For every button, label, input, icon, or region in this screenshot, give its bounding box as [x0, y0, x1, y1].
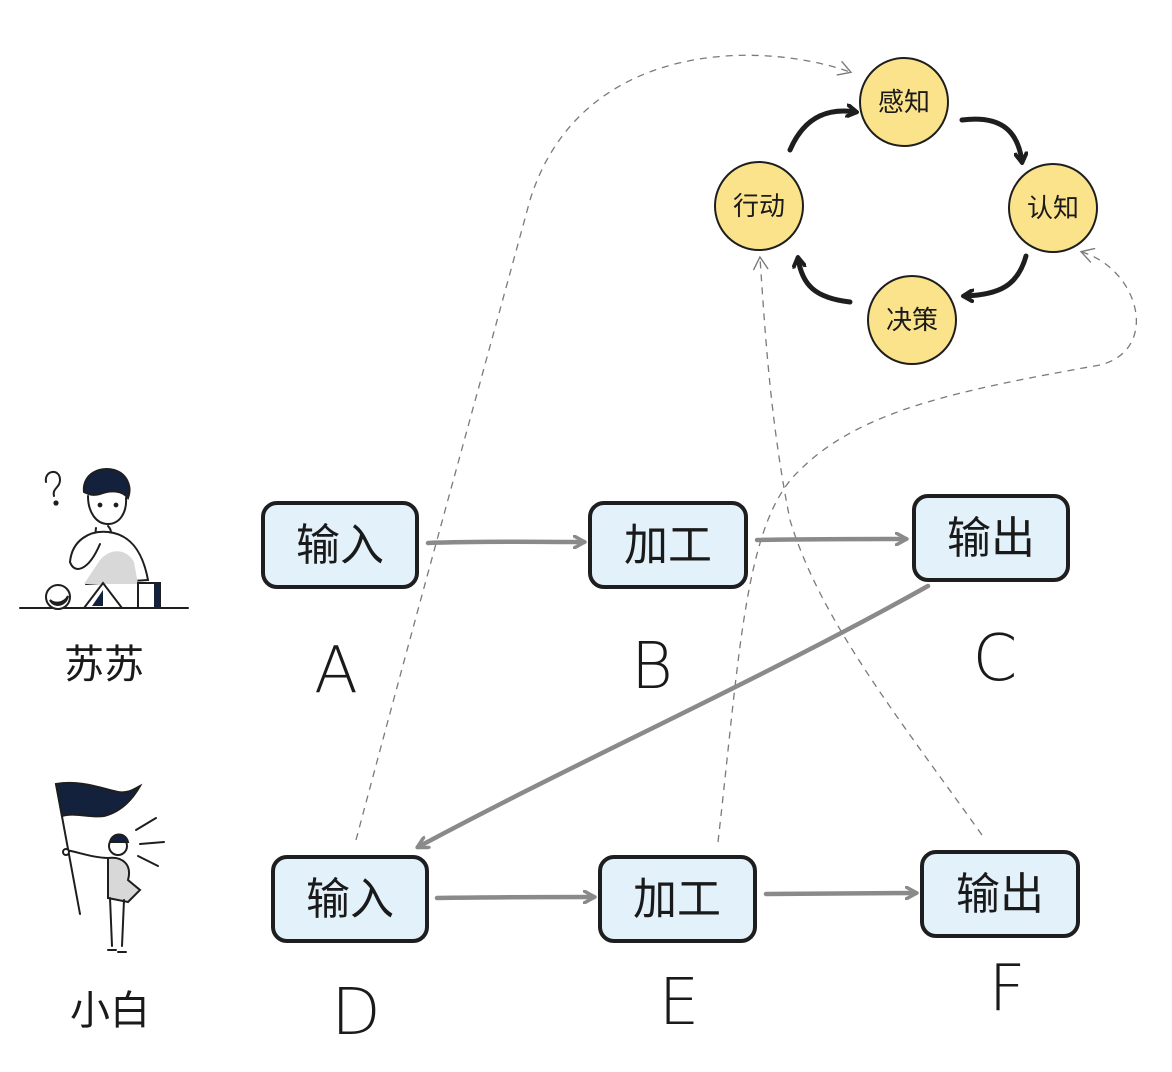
node-d-box [271, 855, 429, 943]
node-c: 输出 C [912, 494, 1070, 696]
node-a-label: 输入 [296, 520, 384, 571]
node-d: 输入 D [271, 855, 429, 1050]
letter-c: C [973, 622, 1018, 696]
dashed-link-e-to-cognition [717, 247, 1137, 843]
cycle-node-decision-label: 决策 [886, 306, 938, 336]
flow-arrows [418, 539, 931, 898]
letter-d: D [331, 976, 380, 1050]
cycle-arrow-decision-to-action [798, 258, 853, 305]
cycle-arrow-action-to-perception [787, 111, 856, 153]
cycle: 感知 认知 决策 行动 [714, 57, 1098, 365]
cycle-node-perception-label: 感知 [878, 88, 930, 118]
person-bottom-name: 小白 [70, 988, 150, 1034]
cycle-node-perception-circle [859, 57, 949, 147]
cycle-node-action-label: 行动 [733, 192, 785, 222]
letter-a: A [314, 634, 358, 708]
cycle-arrow-cognition-to-decision [964, 253, 1029, 296]
node-b-label: 加工 [624, 520, 712, 571]
cycle-node-decision-circle [867, 275, 957, 365]
dashed-link-d-to-perception [355, 54, 853, 841]
node-f: 输出 F [920, 850, 1080, 1026]
letter-b: B [631, 630, 673, 704]
cycle-arrows [787, 111, 1029, 305]
node-c-box [912, 494, 1070, 582]
node-e: 加工 E [598, 855, 757, 1040]
node-c-label: 输出 [947, 513, 1035, 564]
thinking-person-icon [19, 468, 189, 610]
cycle-node-action-circle [714, 161, 804, 251]
flow-top: 输入 A 加工 B 输出 C [261, 494, 1070, 708]
arrow-d-to-e [434, 897, 594, 898]
cycle-node-decision: 决策 [867, 275, 957, 365]
person-top-name: 苏苏 [64, 642, 144, 688]
node-d-label: 输入 [306, 874, 394, 925]
dashed-connectors [355, 54, 1137, 843]
arrow-a-to-b [425, 542, 584, 543]
node-f-label: 输出 [956, 869, 1044, 920]
cycle-arrow-perception-to-cognition [959, 116, 1022, 162]
arrow-e-to-f [763, 893, 916, 894]
node-a-box [261, 501, 419, 589]
flow-bottom: 输入 D 加工 E 输出 F [271, 850, 1080, 1050]
node-e-label: 加工 [633, 874, 721, 925]
node-b: 加工 B [588, 501, 748, 704]
cycle-node-perception: 感知 [859, 57, 949, 147]
arrow-c-to-d [418, 583, 931, 847]
cycle-node-action: 行动 [714, 161, 804, 251]
flag-person-icon [54, 781, 165, 953]
letter-e: E [659, 966, 699, 1040]
arrow-b-to-c [754, 539, 906, 540]
dashed-link-f-to-action [753, 255, 983, 836]
node-a: 输入 A [261, 501, 419, 708]
node-e-box [598, 855, 757, 943]
cycle-node-cognition-label: 认知 [1027, 194, 1079, 224]
cycle-node-cognition: 认知 [1008, 163, 1098, 253]
cycle-node-cognition-circle [1008, 163, 1098, 253]
node-f-box [920, 850, 1080, 938]
node-b-box [588, 501, 748, 589]
letter-f: F [989, 952, 1026, 1026]
